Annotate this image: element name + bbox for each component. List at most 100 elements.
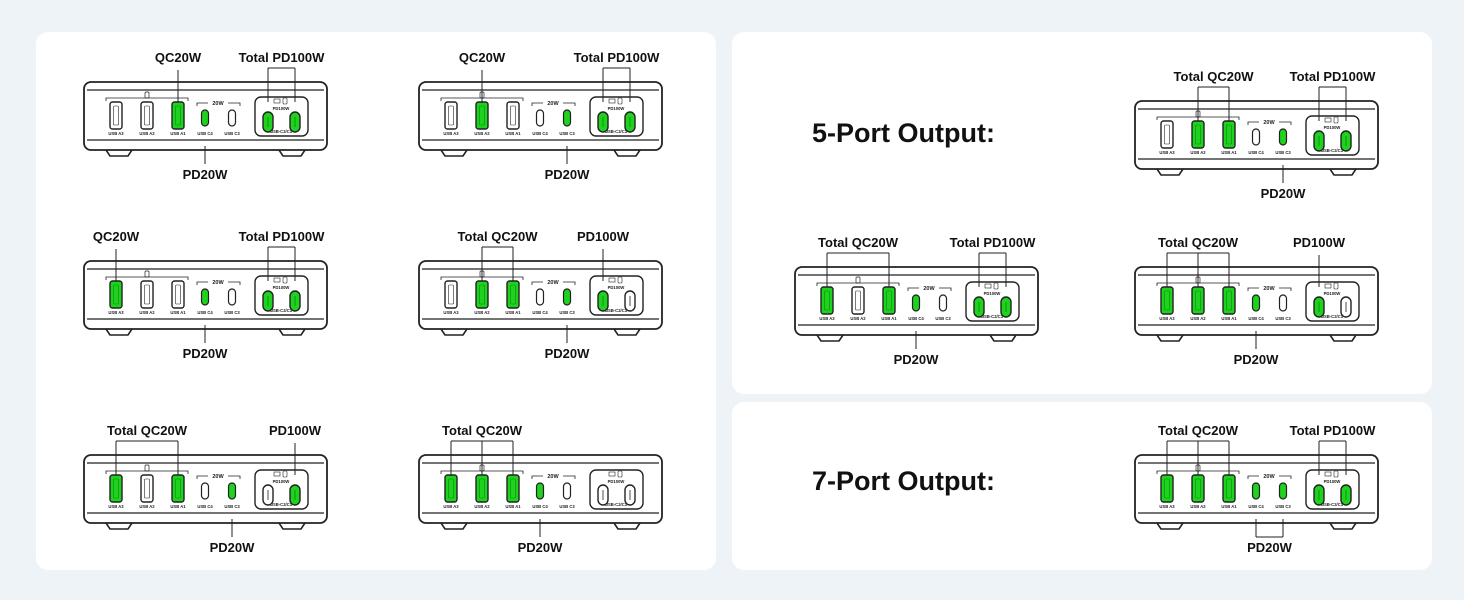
usb-a2-port [140,280,154,309]
usb-a3-label: USB A3 [443,310,459,315]
charger-foot [105,328,133,336]
port-tongue [448,478,454,499]
pd-port-label: USB-C2/C1 [981,314,1004,319]
c-group-rating: 20W [547,280,559,286]
usb-a1-label: USB A1 [505,131,521,136]
five-port-output-heading: 5-Port Output: [812,118,995,148]
usb-c4-port [535,288,545,306]
port-tongue [113,284,119,305]
port-tongue [175,284,181,305]
port-tongue [448,105,454,126]
usb-c4-port [1251,482,1261,500]
port-tongue [448,284,454,305]
c-group-bracket [563,281,576,285]
laptop-icon [273,471,281,477]
c-group-bracket [196,281,208,285]
pd-group-rating: PD100W [1324,125,1341,130]
phone-icon [282,97,288,105]
port-tongue [1164,478,1170,499]
port-tongue [113,478,119,499]
usb-a-group-icon [144,91,150,99]
callout-right: Total PD100W [239,229,325,244]
port-tongue [1164,290,1170,311]
charger-foot [278,328,306,336]
usb-a1-label: USB A1 [1221,150,1237,155]
usb-a2-label: USB A2 [139,131,155,136]
charger-foot [1329,168,1357,176]
charger-foot [989,334,1017,342]
c-group-bracket [228,281,241,285]
pd-group-rating: PD100W [1324,291,1341,296]
usb-c4-label: USB C4 [197,504,213,509]
port-tongue [479,478,485,499]
pd-port-frame [589,469,644,510]
pd-group-rating: PD100W [273,285,290,290]
c-group-bracket [1247,121,1259,125]
usb-a2-label: USB A2 [139,504,155,509]
usb-a2-port [140,474,154,503]
laptop-icon [984,283,992,289]
callout-left: Total QC20W [442,423,523,438]
port-tongue [1195,124,1201,145]
c-group-bracket [563,102,576,106]
usb-a1-port [506,101,520,130]
charger-foot [1156,168,1184,176]
port-tongue [510,284,516,305]
phone-icon [1333,116,1339,124]
c-group-bracket [196,475,208,479]
charger-foot [1329,522,1357,530]
charger-foot [613,522,641,530]
laptop-icon [1324,117,1332,123]
usb-c4-label: USB C4 [532,504,548,509]
c-group-bracket [531,102,543,106]
c-group-bracket [1247,287,1259,291]
usb-a1-label: USB A1 [505,310,521,315]
usb-c4-port [1251,128,1261,146]
usb-c3-label: USB C3 [224,131,240,136]
pd-port-label: USB-C2/C1 [1321,314,1344,319]
callout-bottom: PD20W [894,352,940,367]
pd-port-frame [254,96,309,137]
callout-right: Total PD100W [574,50,660,65]
callout-bottom: PD20W [210,540,256,555]
laptop-icon [608,98,616,104]
usb-c3-port [227,482,237,500]
usb-a2-port [851,286,865,315]
usb-a2-label: USB A2 [474,310,490,315]
pd-port-frame [1305,281,1360,322]
seven-port-output-heading: 7-Port Output: [812,466,995,496]
usb-c3-label: USB C3 [224,310,240,315]
c-group-rating: 20W [547,101,559,107]
usb-a1-label: USB A1 [505,504,521,509]
usb-a3-label: USB A3 [443,504,459,509]
callout-left: Total QC20W [1158,235,1239,250]
usb-a1-port [171,280,185,309]
usb-c4-label: USB C4 [1248,504,1264,509]
callout-left: Total QC20W [1158,423,1239,438]
charger-foot [1156,334,1184,342]
phone-icon [1333,282,1339,290]
port-tongue [1226,124,1232,145]
pd-port-frame [589,275,644,316]
charger-foot [105,149,133,157]
usb-c4-label: USB C4 [532,131,548,136]
usb-c3-label: USB C3 [559,131,575,136]
usb-c4-label: USB C4 [908,316,924,321]
pd-port-frame [254,275,309,316]
c-group-rating: 20W [212,101,224,107]
pd-port-label: USB-C2/C1 [1321,502,1344,507]
usb-a2-label: USB A2 [850,316,866,321]
charger-foot [105,522,133,530]
charger-foot [278,149,306,157]
usb-c4-port [535,482,545,500]
usb-a-group-icon [855,276,861,284]
c-group-bracket [1247,475,1259,479]
usb-a2-port [140,101,154,130]
usb-c3-port [562,109,572,127]
port-tongue [1195,478,1201,499]
pd-port-label: USB-C2/C1 [1321,148,1344,153]
